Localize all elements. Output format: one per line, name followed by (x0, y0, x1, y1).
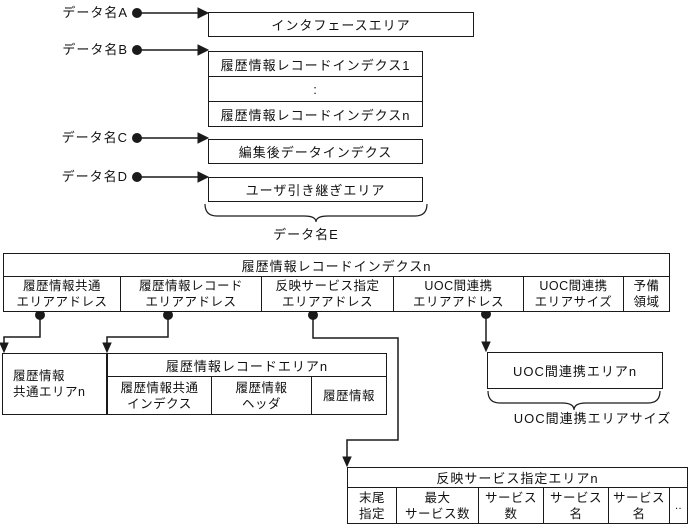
label-data-name-a: データ名A (62, 5, 128, 20)
table-history-record-area: 履歴情報レコードエリアn 履歴情報共通 インデクス 履歴情報 ヘッダ 履歴情報 (107, 353, 387, 415)
col-tail-flag: 末尾 指定 (358, 490, 385, 521)
index-row-ellipsis: : (209, 77, 422, 102)
reflect-service-area-header: 反映サービス指定エリアn (348, 468, 687, 488)
connector-record-area (102, 310, 173, 354)
box-uoc-link-area: UOC間連携エリアn (487, 352, 663, 389)
col-service-count: サービス 数 (478, 488, 543, 523)
arrow-right-icon (197, 171, 210, 183)
box-user-handover-area: ユーザ引き継ぎエリア (208, 177, 423, 202)
col-uoc-link-area-address: UOC間連携 エリアアドレス (393, 277, 523, 311)
bullet-dot-icon (132, 8, 142, 18)
index-row-1: 履歴情報レコードインデクス1 (209, 52, 422, 77)
col-max-service-count: 最大 サービス数 (396, 488, 478, 523)
label-data-name-d: データ名D (61, 169, 128, 184)
box-history-record-index-group: 履歴情報レコードインデクス1 : 履歴情報レコードインデクスn (208, 51, 423, 127)
connector-common-area (0, 310, 45, 354)
label-uoc-area-size: UOC間連携エリアサイズ (513, 411, 672, 426)
col-service-name-2: サービス 名 (608, 488, 669, 523)
history-record-area-header: 履歴情報レコードエリアn (108, 354, 386, 377)
bullet-dot-icon (132, 45, 142, 55)
connector-uoc-area (481, 309, 491, 353)
col-continuation-dots: .. (669, 488, 687, 523)
pointer-b (132, 44, 210, 56)
arrow-down-icon (102, 342, 112, 354)
arrow-down-icon (342, 456, 352, 468)
label-data-name-e: データ名E (273, 227, 339, 242)
col-uoc-link-area-size: UOC間連携 エリアサイズ (523, 277, 623, 311)
col-reserved-area: 予備 領域 (623, 277, 669, 311)
pointer-c (132, 132, 210, 144)
label-data-name-c: データ名C (61, 130, 128, 145)
arrow-down-icon (481, 341, 491, 353)
col-history-record-area-address: 履歴情報レコード エリアアドレス (120, 277, 261, 311)
col-history-common-index: 履歴情報共通 インデクス (120, 380, 199, 411)
history-record-index-header: 履歴情報レコードインデクスn (4, 254, 669, 277)
box-edited-data-index: 編集後データインデクス (208, 139, 423, 164)
table-history-record-index: 履歴情報レコードインデクスn 履歴情報共通 エリアアドレス 履歴情報レコード エ… (3, 253, 670, 312)
arrow-right-icon (197, 44, 210, 56)
table-reflect-service-area: 反映サービス指定エリアn 末尾 指定 最大 サービス数 サービス 数 サービス … (347, 467, 688, 524)
index-row-n: 履歴情報レコードインデクスn (220, 107, 411, 123)
bullet-dot-icon (132, 133, 142, 143)
col-history-common-area-address: 履歴情報共通 エリアアドレス (16, 279, 108, 309)
col-reflect-service-area-address: 反映サービス指定 エリアアドレス (261, 277, 393, 311)
pointer-a (132, 7, 210, 19)
box-history-common-area: 履歴情報 共通エリアn (2, 353, 107, 415)
curly-brace-uoc (487, 390, 661, 411)
label-data-name-b: データ名B (62, 42, 128, 57)
col-service-name-1: サービス 名 (543, 488, 608, 523)
arrow-down-icon (0, 342, 9, 354)
curly-brace-e (204, 203, 428, 223)
bullet-dot-icon (132, 172, 142, 182)
arrow-right-icon (197, 7, 210, 19)
col-history-info: 履歴情報 (311, 377, 386, 414)
box-interface-area: インタフェースエリア (208, 12, 474, 37)
arrow-right-icon (197, 132, 210, 144)
col-history-header: 履歴情報 ヘッダ (211, 377, 311, 414)
pointer-d (132, 171, 210, 183)
